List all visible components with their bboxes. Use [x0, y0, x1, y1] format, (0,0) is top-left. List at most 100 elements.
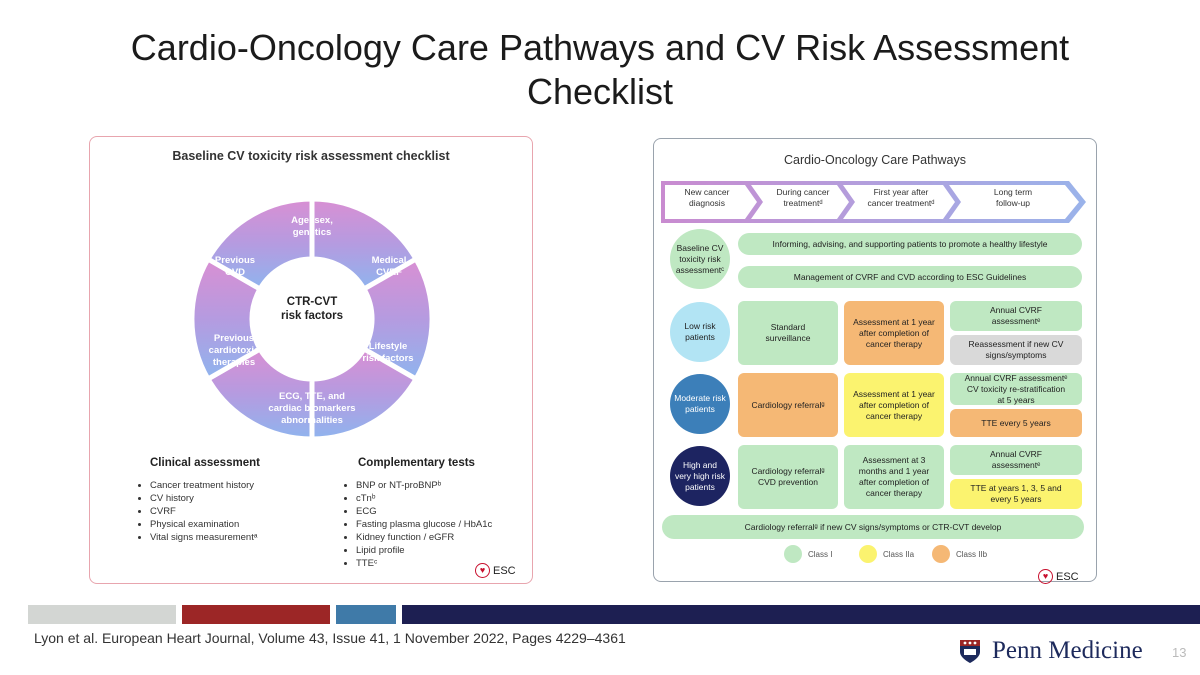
box-text: Assessment at 1 year	[853, 316, 935, 327]
step-text: treatmentᵈ	[783, 198, 823, 208]
box-text: Assessment at 3	[862, 455, 926, 465]
page-number: 13	[1172, 645, 1187, 660]
circle-text: toxicity risk	[679, 253, 721, 264]
citation: Lyon et al. European Heart Journal, Volu…	[34, 630, 626, 646]
circle-text: Baseline CV	[676, 242, 724, 253]
list-item: Physical examination	[150, 518, 257, 531]
low-risk-reassessment-box: Reassessment if new CV signs/symptoms	[950, 335, 1082, 365]
box-text: Annual CVRF	[990, 449, 1042, 459]
segment-text: ECG, TTE, and	[279, 391, 345, 402]
timeline-step-diagnosis: New cancer diagnosis	[667, 187, 747, 209]
box-text: Standard	[770, 322, 806, 332]
segment-text: Medical	[371, 255, 407, 266]
footer-bar-grey	[28, 605, 176, 624]
penn-shield-icon	[960, 640, 980, 663]
segment-text: Previous	[214, 255, 256, 266]
step-text: follow-up	[995, 198, 1031, 208]
step-text: During cancer	[776, 187, 830, 197]
box-text: Cardiology referralᵍ	[751, 466, 825, 476]
circle-text: Moderate risk	[674, 393, 726, 403]
moderate-tte-box: TTE every 5 years	[950, 409, 1082, 437]
box-text: surveillance	[765, 333, 811, 343]
wheel-center-label: CTR-CVT risk factors	[280, 295, 344, 323]
care-pathways-title: Cardio-Oncology Care Pathways	[783, 153, 967, 167]
box-text: Reassessment if new CV	[968, 339, 1064, 349]
moderate-annual-cvrf-box: Annual CVRF assessmentᵉ CV toxicity re-s…	[950, 373, 1082, 405]
footer-bar-red	[182, 605, 330, 624]
segment-text: Lifestyle	[368, 341, 408, 352]
slide-title: Cardio-Oncology Care Pathways and CV Ris…	[0, 26, 1200, 114]
low-risk-circle: Low risk patients	[670, 302, 730, 362]
box-text: after completion of	[859, 399, 929, 410]
box-text: CV toxicity re-stratification	[966, 383, 1066, 394]
box-text: cancer therapy	[865, 410, 923, 421]
cardiology-referral-pill: Cardiology referralᵍ if new CV signs/sym…	[662, 515, 1084, 539]
care-pathways-panel: Cardio-Oncology Care Pathways New cancer…	[653, 138, 1097, 584]
high-annual-cvrf-box: Annual CVRF assessmentᵉ	[950, 445, 1082, 475]
clinical-assessment-list: Cancer treatment history CV history CVRF…	[132, 479, 257, 544]
segment-text: cardiotoxic	[208, 345, 260, 356]
center-text: CTR-CVT	[286, 296, 338, 308]
esc-logo-text: ESC	[1056, 570, 1079, 583]
segment-text: risk factors	[362, 353, 414, 364]
wheel-segment-cvd	[204, 196, 315, 293]
box-text: signs/symptoms	[985, 350, 1047, 360]
list-item: Cancer treatment history	[150, 479, 257, 492]
penn-medicine-logo: Penn Medicine	[958, 637, 1143, 665]
complementary-tests-list: BNP or NT-proBNPᵇ cTnᵇ ECG Fasting plasm…	[338, 479, 492, 570]
box-text: CVD prevention	[757, 477, 818, 487]
circle-text: patients	[685, 332, 715, 342]
brand-name: Penn Medicine	[992, 637, 1143, 664]
legend-class-iia-label: Class IIa	[883, 550, 915, 559]
circle-text: very high risk	[674, 470, 726, 481]
esc-logo: ♥ ESC	[475, 563, 516, 578]
legend-class-iib-label: Class IIb	[956, 550, 988, 559]
moderate-cardiology-referral-box: Cardiology referralᵍ	[738, 373, 838, 437]
timeline-step-long-term: Long term follow-up	[959, 187, 1067, 209]
step-text: Long term	[993, 187, 1033, 197]
list-item: cTnᵇ	[356, 492, 492, 505]
box-text: Annual CVRF	[990, 305, 1042, 315]
list-item: Kidney function / eGFR	[356, 531, 492, 544]
segment-label-cvd: Previous CVD	[204, 255, 266, 279]
cvrf-management-pill: Management of CVRF and CVD according to …	[738, 266, 1082, 288]
box-text: at 5 years	[997, 394, 1035, 405]
box-text: every 5 years	[990, 494, 1042, 504]
circle-text: Low risk	[684, 321, 716, 331]
list-item: Lipid profile	[356, 544, 492, 557]
risk-factor-wheel	[189, 196, 435, 442]
legend-class-iib-dot	[932, 545, 950, 563]
checklist-title: Baseline CV toxicity risk assessment che…	[172, 149, 450, 163]
center-text: risk factors	[280, 310, 343, 322]
box-text: TTE at years 1, 3, 5 and	[970, 483, 1062, 493]
list-item: Vital signs measurementᵃ	[150, 531, 257, 544]
box-text: Assessment at 1 year	[853, 388, 935, 399]
standard-surveillance-box: Standard surveillance	[738, 301, 838, 365]
baseline-assessment-circle: Baseline CV toxicity risk assessmentᶜ	[670, 229, 730, 289]
step-text: diagnosis	[689, 198, 725, 208]
list-item: ECG	[356, 505, 492, 518]
low-risk-annual-cvrf-box: Annual CVRF assessmentᵉ	[950, 301, 1082, 331]
box-text: cancer therapy	[865, 488, 923, 498]
segment-text: abnormalities	[281, 415, 343, 426]
legend-class-iia-dot	[859, 545, 877, 563]
esc-logo-text: ESC	[493, 564, 516, 577]
timeline-arrow	[661, 181, 1086, 223]
circle-text: assessmentᶜ	[675, 264, 725, 275]
box-text: assessmentᵉ	[991, 316, 1041, 326]
segment-text: cardiac biomarkers	[268, 403, 356, 414]
segment-text: Previous	[213, 333, 255, 344]
footer-bar-blue	[336, 605, 396, 624]
box-text: Annual CVRF assessmentᵉ	[964, 372, 1068, 383]
box-text: after completion of	[859, 477, 929, 487]
low-risk-assessment-box: Assessment at 1 year after completion of…	[844, 301, 944, 365]
list-item: CVRF	[150, 505, 257, 518]
step-text: New cancer	[684, 187, 730, 197]
moderate-assessment-box: Assessment at 1 year after completion of…	[844, 373, 944, 437]
segment-label-age: Age, sex, genetics	[277, 215, 347, 239]
segment-label-ecg: ECG, TTE, and cardiac biomarkers abnorma…	[266, 391, 358, 427]
clinical-assessment-heading: Clinical assessment	[150, 457, 260, 469]
esc-logo: ♥ ESC	[1038, 569, 1079, 584]
segment-label-lifestyle: Lifestyle risk factors	[352, 341, 424, 365]
moderate-risk-circle: Moderate risk patients	[670, 374, 730, 434]
